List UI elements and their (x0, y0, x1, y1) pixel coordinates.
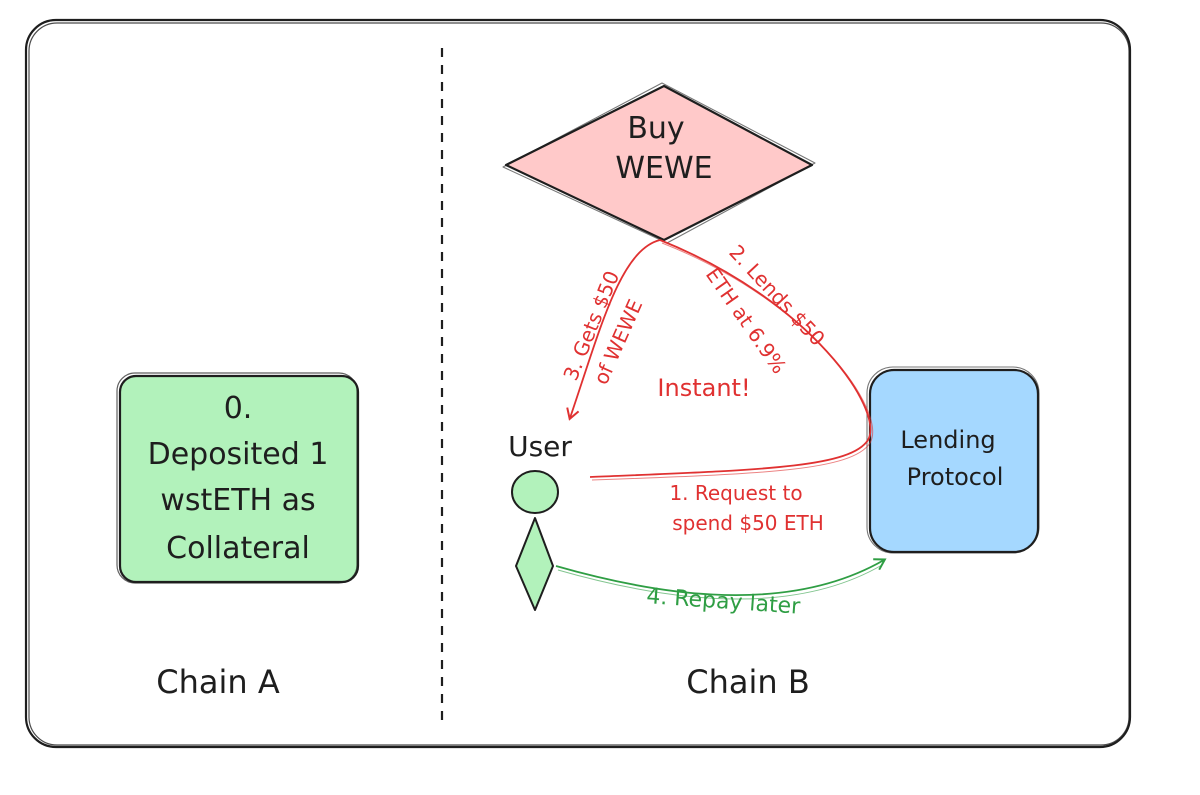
instant-label: Instant! (657, 374, 750, 402)
buy-wewe-node: Buy WEWE (502, 82, 816, 244)
outer-frame (24, 18, 1132, 749)
user-label: User (508, 430, 572, 463)
buy-label-line-2: WEWE (615, 151, 712, 186)
repay-label: 4. Repay later (646, 584, 802, 620)
edge-gets: 3. Gets $50 of WEWE (558, 239, 661, 421)
lending-label-line-1: Lending (900, 426, 995, 454)
edge-repay: 4. Repay later (555, 558, 887, 620)
deposit-line-1: 0. (224, 391, 253, 426)
deposit-line-4: Collateral (166, 531, 310, 566)
chain-a-label: Chain A (156, 663, 280, 701)
request-label-line-1: 1. Request to (669, 481, 802, 505)
deposit-line-3: wstETH as (160, 483, 315, 518)
lending-label-line-2: Protocol (907, 463, 1004, 491)
user-head (511, 470, 559, 514)
deposit-node: 0. Deposited 1 wstETH as Collateral (116, 372, 360, 584)
deposit-line-2: Deposited 1 (148, 437, 329, 472)
chain-b-label: Chain B (686, 663, 810, 701)
lending-protocol-node: Lending Protocol (866, 366, 1040, 554)
user-node: User (508, 430, 572, 611)
request-label-line-2: spend $50 ETH (672, 511, 824, 535)
user-body (515, 517, 554, 611)
edge-lends: 2. Lends $50 ETH at 6.9% (701, 240, 830, 378)
buy-label-line-1: Buy (627, 111, 684, 146)
edge-request: 1. Request to spend $50 ETH (589, 239, 874, 535)
